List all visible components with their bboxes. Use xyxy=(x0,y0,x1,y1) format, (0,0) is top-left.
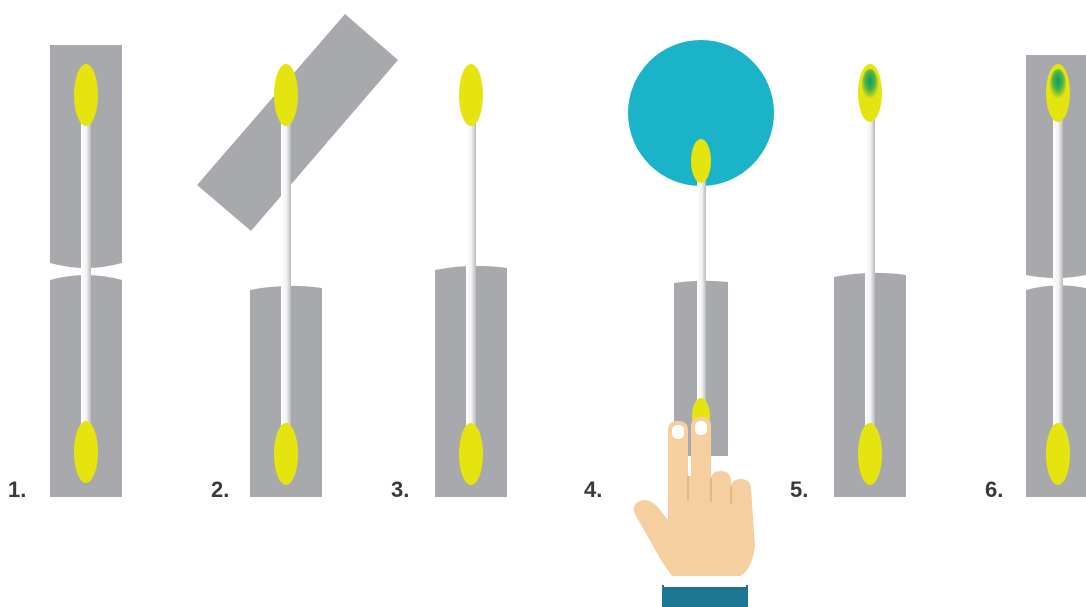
swab-stick xyxy=(281,95,291,445)
package-torn-top xyxy=(197,14,398,231)
swab-stick xyxy=(1053,95,1063,445)
step-label: 6. xyxy=(985,477,1003,502)
step-4: 4. xyxy=(584,40,774,607)
step-label: 3. xyxy=(391,477,409,502)
swab-tip-bottom xyxy=(1046,423,1070,485)
swab-stick xyxy=(466,95,476,445)
swab-tip-top xyxy=(274,64,298,126)
sample-area-circle xyxy=(628,40,774,186)
step-1: 1. xyxy=(8,45,122,502)
swab-tip-bottom xyxy=(459,423,483,485)
pointing-hand-icon xyxy=(633,417,755,607)
swab-stick xyxy=(81,95,91,445)
swab-tip-top xyxy=(74,64,98,126)
step-label: 2. xyxy=(211,477,229,502)
swab-tip-top xyxy=(691,139,711,183)
swab-tip-bottom xyxy=(74,421,98,483)
swab-tip-top xyxy=(459,64,483,126)
step-label: 1. xyxy=(8,477,26,502)
swab-tip-bottom xyxy=(858,423,882,485)
swab-stick xyxy=(697,160,706,425)
swab-stick xyxy=(865,95,875,445)
step-3: 3. xyxy=(391,64,507,502)
step-label: 5. xyxy=(790,477,808,502)
swab-tip-bottom xyxy=(274,423,298,485)
step-6: 6. xyxy=(985,55,1086,502)
stain-mark xyxy=(862,69,878,99)
step-label: 4. xyxy=(584,477,602,502)
step-2: 2. xyxy=(197,14,398,502)
stain-mark xyxy=(1050,69,1066,99)
step-5: 5. xyxy=(790,64,906,502)
